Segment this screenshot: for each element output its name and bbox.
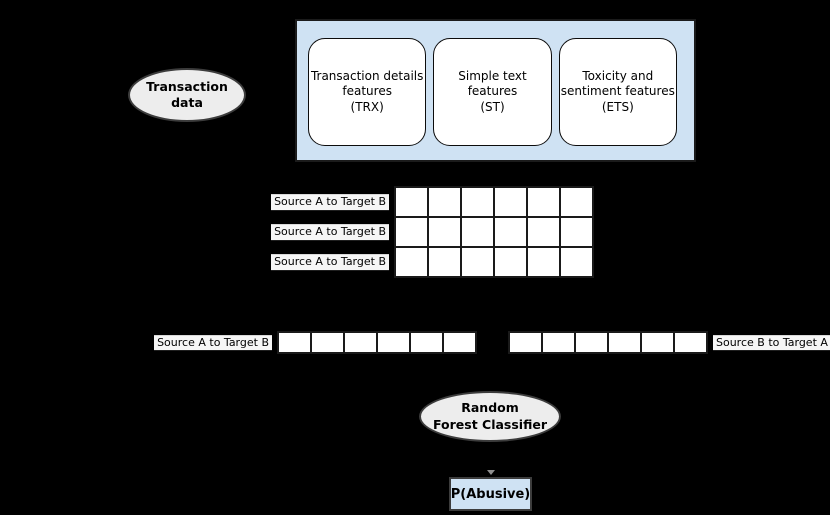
matrix-cell xyxy=(394,246,429,278)
matrix-cell xyxy=(559,186,594,218)
vector-left-cells xyxy=(277,331,477,354)
vector-cell xyxy=(607,331,642,354)
feature-vector-b-to-a: Source B to Target A xyxy=(508,331,830,354)
matrix-row-2-label: Source A to Target B xyxy=(271,224,389,240)
vector-left-label: Source A to Target B xyxy=(154,334,272,351)
random-forest-classifier-node: Random Forest Classifier xyxy=(419,391,561,442)
matrix-cell xyxy=(460,246,495,278)
matrix-cell xyxy=(526,246,561,278)
vector-cell xyxy=(541,331,576,354)
vector-right-label: Source B to Target A xyxy=(713,334,830,351)
vector-cell xyxy=(574,331,609,354)
matrix-cell xyxy=(427,216,462,248)
features-panel: Transaction details features (TRX) Simpl… xyxy=(295,19,696,162)
matrix-cell xyxy=(493,216,528,248)
matrix-row-3-label: Source A to Target B xyxy=(271,254,389,270)
matrix-cell xyxy=(460,216,495,248)
vector-right-cells xyxy=(508,331,708,354)
transaction-data-node: Transaction data xyxy=(128,68,246,122)
feature-box-st-label: Simple text features (ST) xyxy=(458,68,527,114)
matrix-row-2: Source A to Target B xyxy=(271,216,594,248)
matrix-row-3-cells xyxy=(394,246,594,278)
matrix-cell xyxy=(559,246,594,278)
matrix-cell xyxy=(493,186,528,218)
vector-cell xyxy=(640,331,675,354)
transaction-data-label: Transaction data xyxy=(146,78,228,110)
matrix-row-1-label: Source A to Target B xyxy=(271,194,389,210)
feature-vector-a-to-b: Source A to Target B xyxy=(154,331,477,354)
feature-matrix: Source A to Target B Source A to Target … xyxy=(271,186,594,278)
vector-cell xyxy=(343,331,378,354)
vector-cell xyxy=(508,331,543,354)
matrix-row-3: Source A to Target B xyxy=(271,246,594,278)
matrix-cell xyxy=(526,216,561,248)
feature-box-ets-label: Toxicity and sentiment features (ETS) xyxy=(560,68,675,114)
matrix-cell xyxy=(427,186,462,218)
output-probability-label: P(Abusive) xyxy=(450,486,531,502)
random-forest-classifier-label: Random Forest Classifier xyxy=(433,400,547,432)
matrix-cell xyxy=(493,246,528,278)
matrix-row-1-cells xyxy=(394,186,594,218)
matrix-cell xyxy=(427,246,462,278)
vector-cell xyxy=(376,331,411,354)
feature-box-ets: Toxicity and sentiment features (ETS) xyxy=(558,38,677,146)
vector-cell xyxy=(673,331,708,354)
vector-cell xyxy=(442,331,477,354)
matrix-cell xyxy=(394,216,429,248)
feature-box-st: Simple text features (ST) xyxy=(433,38,552,146)
feature-box-trx: Transaction details features (TRX) xyxy=(308,38,427,146)
vector-cell xyxy=(409,331,444,354)
matrix-row-1: Source A to Target B xyxy=(271,186,594,218)
matrix-cell xyxy=(460,186,495,218)
output-probability-box: P(Abusive) xyxy=(449,477,532,511)
feature-box-trx-label: Transaction details features (TRX) xyxy=(310,68,424,114)
matrix-cell xyxy=(526,186,561,218)
matrix-row-2-cells xyxy=(394,216,594,248)
vector-cell xyxy=(310,331,345,354)
vector-cell xyxy=(277,331,312,354)
matrix-cell xyxy=(394,186,429,218)
arrowhead-icon xyxy=(487,470,495,475)
matrix-cell xyxy=(559,216,594,248)
